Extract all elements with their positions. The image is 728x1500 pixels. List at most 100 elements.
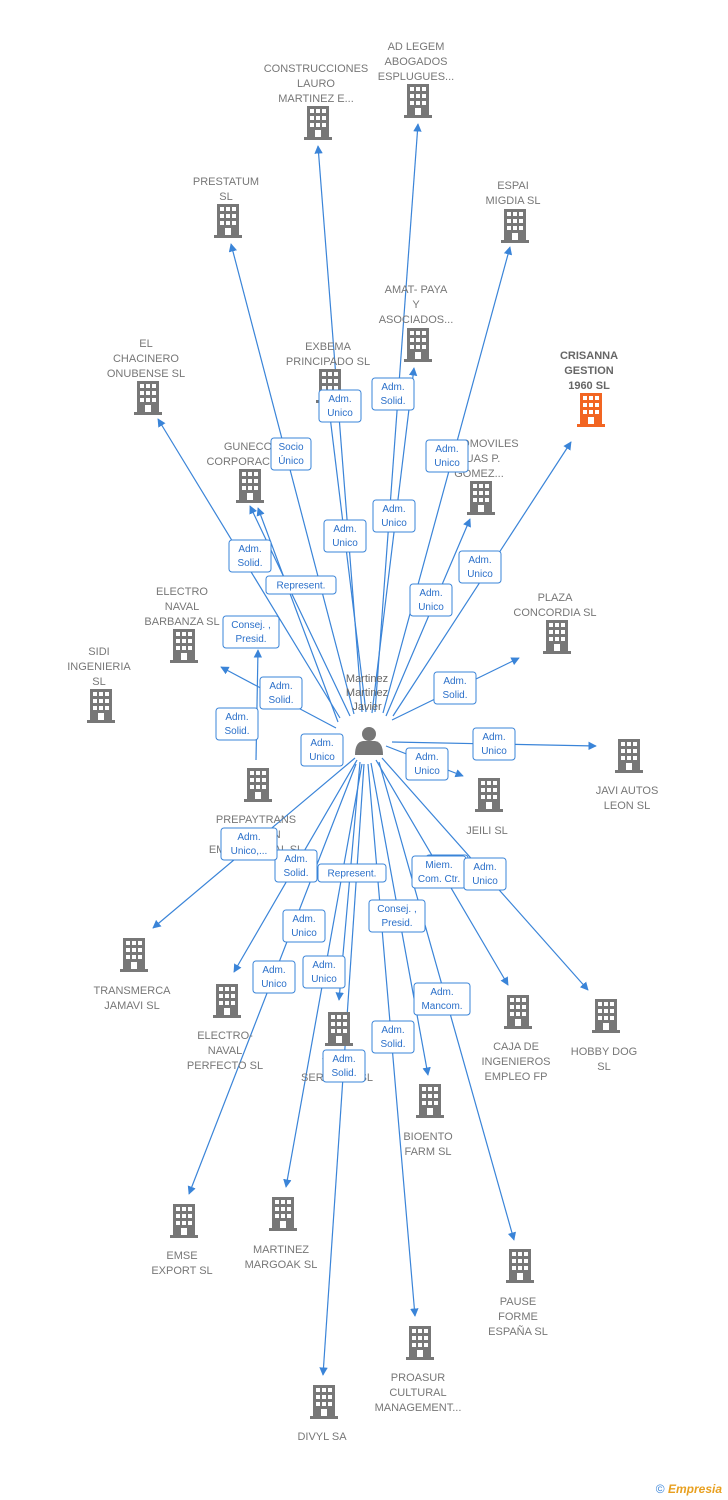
building-icon xyxy=(543,620,571,654)
role-label-line: Unico xyxy=(434,458,460,469)
edge-ad-legem xyxy=(374,123,422,713)
role-label: Adm.Solid. xyxy=(380,1025,405,1050)
footer-brand: © Empresia xyxy=(656,1482,722,1496)
building-icon xyxy=(120,938,148,972)
role-label: Adm.Unico xyxy=(291,914,317,939)
role-badge[interactable]: Adm. Solid. xyxy=(371,377,415,411)
role-badge[interactable]: Adm.Unico xyxy=(472,727,516,761)
role-label-line: Único xyxy=(278,454,304,467)
role-label-line: Adm. xyxy=(237,832,260,843)
role-badge[interactable]: Adm.Solid. xyxy=(371,1020,415,1054)
role-badge[interactable]: Adm.Unico xyxy=(409,583,453,617)
role-badge[interactable]: Adm.Unico xyxy=(300,733,344,767)
role-badge[interactable]: Adm.Unico xyxy=(463,857,507,891)
role-label-line: Unico xyxy=(481,746,507,757)
role-label-line: Adm. xyxy=(473,862,496,873)
role-label-line: Adm. xyxy=(382,504,405,515)
role-label: Adm.Unico xyxy=(481,732,507,757)
copyright-symbol: © xyxy=(655,1482,665,1496)
role-badge[interactable]: Adm.Solid. xyxy=(274,849,318,883)
role-badge[interactable]: Consej. ,Presid. xyxy=(368,899,426,933)
company-name-line: PAUSE xyxy=(500,1296,536,1308)
role-badge[interactable]: Adm.Unico xyxy=(405,747,449,781)
role-label-line: Adm. xyxy=(468,555,491,566)
role-badge[interactable]: Adm.Unico xyxy=(318,389,362,423)
company-name-line: BIOENTO xyxy=(403,1131,453,1143)
role-badge[interactable]: Adm.Solid. xyxy=(259,676,303,710)
company-name-line: INGENIERIA xyxy=(67,661,131,673)
company-name-line: INGENIEROS xyxy=(481,1056,550,1068)
role-badge[interactable]: Adm.Solid. xyxy=(215,707,259,741)
role-label: Adm.Unico xyxy=(467,555,493,580)
role-badge[interactable]: Adm.Unico xyxy=(302,955,346,989)
role-badge[interactable]: Adm.Mancom. xyxy=(413,982,471,1016)
person-name-line: Martinez xyxy=(346,687,388,699)
role-label-line: Adm. xyxy=(381,382,404,393)
role-badge[interactable]: Adm.Unico xyxy=(252,960,296,994)
brand-logo[interactable]: Empresia xyxy=(667,1482,722,1496)
company-name-line: PREPAYTRANS xyxy=(216,814,296,826)
role-badge[interactable]: Adm.Unico xyxy=(425,439,469,473)
company-name-line: PRESTATUM xyxy=(193,176,259,188)
building-icon xyxy=(325,1012,353,1046)
company-name-line: JAMAVI SL xyxy=(104,1000,159,1012)
role-label-line: Solid. xyxy=(380,1039,405,1050)
role-badge[interactable]: Consej. ,Presid. xyxy=(222,615,280,649)
role-badge[interactable]: Adm.Unico xyxy=(323,519,367,553)
company-node-divyl[interactable]: DIVYL SA xyxy=(297,1385,347,1443)
role-badge[interactable]: Adm.Solid. xyxy=(433,671,477,705)
role-badge[interactable]: Represent. xyxy=(265,575,337,595)
role-label-line: Represent. xyxy=(328,869,377,880)
role-badge[interactable]: Adm.Unico xyxy=(458,550,502,584)
role-badge[interactable]: Adm.Solid. xyxy=(322,1049,366,1083)
role-badge[interactable]: Adm.Unico,... xyxy=(220,827,278,861)
edge-automoviles xyxy=(385,518,471,717)
role-badge[interactable]: Adm.Unico xyxy=(282,909,326,943)
role-label-line: Presid. xyxy=(235,634,266,645)
company-node-jeili[interactable]: JEILI SL xyxy=(466,778,508,837)
role-badge[interactable]: Miem.Com. Ctr. xyxy=(411,855,467,889)
company-name-line: ESPLUGUES... xyxy=(378,71,454,83)
building-icon xyxy=(214,204,242,238)
company-name-line: ESPAÑA SL xyxy=(488,1325,548,1338)
role-label: Adm.Unico xyxy=(418,588,444,613)
role-label-line: Presid. xyxy=(381,918,412,929)
role-badge[interactable]: Represent. xyxy=(317,863,387,883)
role-badge[interactable]: Adm.Unico xyxy=(372,499,416,533)
role-label: Adm.Unico xyxy=(472,862,498,887)
building-icon xyxy=(404,328,432,362)
role-label-line: Solid. xyxy=(237,558,262,569)
role-badge[interactable]: Adm.Solid. xyxy=(228,539,272,573)
role-label-line: Solid. xyxy=(380,396,405,407)
